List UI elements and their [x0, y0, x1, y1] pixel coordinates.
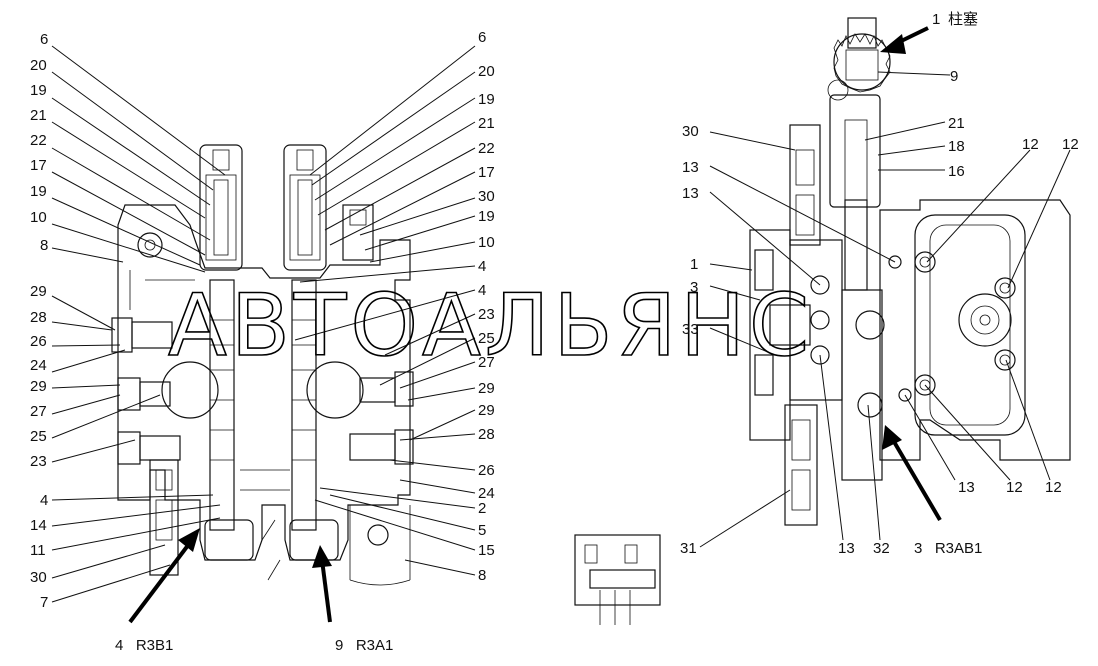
callout-label: 1 [690, 256, 698, 273]
callout-label: 31 [680, 540, 697, 557]
right-valve-body [749, 17, 1071, 526]
callout-label: 7 [40, 594, 48, 611]
callout-label: 18 [948, 138, 965, 155]
leader-lines [51, 45, 1071, 603]
callout-label: 19 [30, 183, 47, 200]
callout-label: 13 [838, 540, 855, 557]
caption-r3b1: 4 R3B1 [115, 637, 173, 654]
callout-label: 28 [478, 426, 495, 443]
callout-label: 32 [873, 540, 890, 557]
callout-label: 25 [30, 428, 47, 445]
callout-label: 19 [478, 208, 495, 225]
callouts-left: 6 20 19 21 22 17 19 10 8 29 28 26 24 29 … [30, 31, 48, 611]
callout-label: 29 [478, 380, 495, 397]
callout-label: 29 [478, 402, 495, 419]
callout-label: 28 [30, 309, 47, 326]
callout-label: 4 [478, 258, 486, 275]
callout-label: 26 [30, 333, 47, 350]
callout-label: 10 [30, 209, 47, 226]
callout-label: 15 [478, 542, 495, 559]
callout-label: 8 [40, 237, 48, 254]
callout-label: 29 [30, 378, 47, 395]
callout-label: 21 [948, 115, 965, 132]
callout-label: 6 [478, 29, 486, 46]
caption-r3ab1: 3 R3AB1 [914, 540, 982, 557]
callout-label: 12 [1045, 479, 1062, 496]
callout-label: 3 [690, 279, 698, 296]
callout-label: 30 [478, 188, 495, 205]
callout-label: 21 [478, 115, 495, 132]
callout-label: 30 [30, 569, 47, 586]
callout-label: 22 [30, 132, 47, 149]
callout-label: 17 [478, 164, 495, 181]
callout-label: 2 [478, 500, 486, 517]
watermark-text: АВТОАЛЬЯНС [168, 276, 813, 376]
inset-detail-part [574, 534, 661, 625]
callout-label: 12 [1022, 136, 1039, 153]
callout-label: 4 [40, 492, 48, 509]
callout-label: 26 [478, 462, 495, 479]
callout-label: 20 [30, 57, 47, 74]
callout-label: 22 [478, 140, 495, 157]
callout-label: 24 [30, 357, 47, 374]
callouts-right: 1 柱塞 9 21 18 16 30 13 13 1 3 33 12 12 13… [680, 10, 1079, 557]
callout-label: 13 [682, 159, 699, 176]
callout-label: 12 [1062, 136, 1079, 153]
callout-label: 4 [478, 282, 486, 299]
callout-label: 9 [950, 68, 958, 85]
callout-label: 8 [478, 567, 486, 584]
direction-arrows [128, 26, 942, 624]
callout-label: 30 [682, 123, 699, 140]
callout-label: 19 [30, 82, 47, 99]
callout-label: 17 [30, 157, 47, 174]
callout-label: 24 [478, 485, 495, 502]
callout-label: 21 [30, 107, 47, 124]
callout-label: 12 [1006, 479, 1023, 496]
callout-label: 25 [478, 330, 495, 347]
callout-label: 33 [682, 321, 699, 338]
callouts-middle: 6 20 19 21 22 17 30 19 10 4 4 23 25 27 2… [478, 29, 495, 584]
callout-label: 1 [932, 11, 940, 28]
callout-label: 14 [30, 517, 47, 534]
callout-label: 10 [478, 234, 495, 251]
callout-label: 5 [478, 522, 486, 539]
callout-label: 27 [30, 403, 47, 420]
callout-label: 11 [30, 542, 46, 559]
left-valve-body [111, 144, 414, 586]
callout-label: 29 [30, 283, 47, 300]
callout-label: 19 [478, 91, 495, 108]
caption-r3a1: 9 R3A1 [335, 637, 393, 654]
callout-label: 16 [948, 163, 965, 180]
callout-label: 13 [682, 185, 699, 202]
callout-label: 23 [478, 306, 495, 323]
callout-label: 27 [478, 354, 495, 371]
callout-label: 13 [958, 479, 975, 496]
callout-label: 20 [478, 63, 495, 80]
callout-label: 6 [40, 31, 48, 48]
callout-label: 柱塞 [948, 10, 978, 28]
callout-label: 23 [30, 453, 47, 470]
